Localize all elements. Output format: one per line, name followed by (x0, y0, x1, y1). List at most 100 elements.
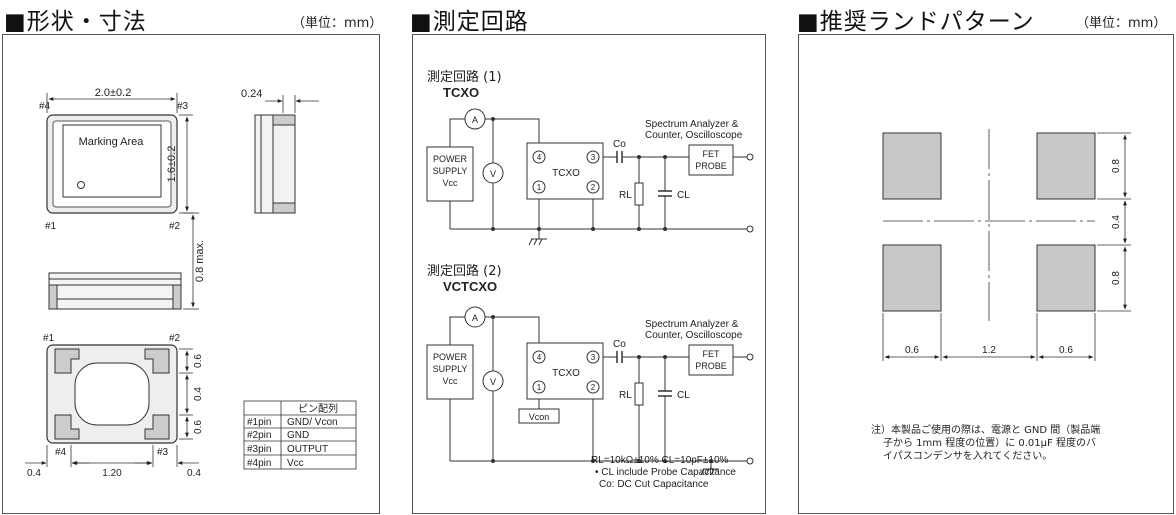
dimensions-drawing: Marking Area #4 #3 #1 #2 2.0±0.2 1.6±0.2… (25, 87, 357, 479)
bottom-left-dim: 0.4 (27, 468, 41, 479)
ammeter-icon (464, 306, 486, 328)
land-dim-top: 0.8 (1111, 159, 1122, 173)
bottom-pin3-label: #3 (157, 447, 169, 458)
chip-label: TCXO (552, 368, 580, 379)
pin-table-row-func: GND (287, 430, 309, 441)
land-dim-center: 1.2 (982, 345, 996, 356)
land-dim-right: 0.6 (1059, 345, 1073, 356)
voltmeter-icon (482, 162, 504, 184)
circuit-note-1: RL=10kΩ±10% CL=10pF±10% (591, 455, 729, 466)
chip-pin-4: 4 (537, 353, 542, 362)
chip-pin-3: 3 (591, 153, 596, 162)
co-label: Co (613, 339, 626, 350)
pin-table-row-func: Vcc (287, 458, 304, 469)
chip-pin-3: 3 (591, 353, 596, 362)
analyzer-label-1: Spectrum Analyzer & (645, 119, 739, 130)
chip-pin-1: 1 (537, 383, 542, 392)
pin-table-row-pin: #4pin (247, 458, 271, 469)
chip-pin-4: 4 (537, 153, 542, 162)
width-dimension: 2.0±0.2 (95, 87, 132, 99)
fet-label-1: FET (703, 149, 721, 159)
vcon-label: Vcon (529, 412, 550, 422)
pad-dim-1: 0.6 (193, 354, 204, 368)
pin2-label: #2 (169, 221, 181, 232)
circuit-1: 測定回路 (1) TCXO POWER SUPPLY Vcc A V 4 3 1… (426, 69, 754, 246)
land-pattern-panel: 0.8 0.4 0.8 0.6 1.2 0.6 注）本製品ご使用の際は、電源と … (798, 34, 1174, 514)
ammeter-label: A (472, 115, 478, 125)
co-label: Co (613, 139, 626, 150)
pin-table: ピン配列 #1pin GND/ Vcon #2pin GND #3pin OUT… (243, 400, 357, 470)
marking-area-label: Marking Area (79, 136, 145, 148)
cl-label: CL (677, 390, 690, 401)
circuit-note-3: Co: DC Cut Capacitance (599, 479, 709, 490)
circuit-heading: ■測定回路 (410, 9, 529, 35)
max-height-dimension: 0.8 max. (194, 240, 206, 282)
land-pattern-drawing: 0.8 0.4 0.8 0.6 1.2 0.6 注）本製品ご使用の際は、電源と … (871, 129, 1131, 462)
circuit-panel: 測定回路 (1) TCXO POWER SUPPLY Vcc A V 4 3 1… (412, 34, 766, 514)
land-pad-bottom-right (1036, 244, 1096, 312)
pin1-label: #1 (45, 221, 57, 232)
dimensions-heading: ■形状・寸法 (4, 9, 147, 35)
pin-table-row-func: GND/ Vcon (287, 417, 338, 428)
ps-label-2: SUPPLY (433, 364, 468, 374)
thickness-dimension: 0.24 (241, 88, 262, 100)
land-pattern-unit: （単位：mm） (1076, 16, 1167, 31)
land-dim-bottom: 0.8 (1111, 271, 1122, 285)
bottom-view (46, 344, 178, 444)
ammeter-icon (464, 108, 486, 130)
ps-label-1: POWER (433, 352, 468, 362)
rl-label: RL (619, 190, 632, 201)
pin-table-row-func: OUTPUT (287, 444, 328, 455)
chip-pin-2: 2 (591, 183, 596, 192)
pad-dim-3: 0.6 (193, 420, 204, 434)
fet-label-2: PROBE (695, 161, 727, 171)
fet-label-1: FET (703, 349, 721, 359)
pin4-label: #4 (39, 101, 51, 112)
fet-label-2: PROBE (695, 361, 727, 371)
bottom-right-dim: 0.4 (187, 468, 201, 479)
pin-table-row-pin: #3pin (247, 444, 271, 455)
circuit-2-device: VCTCXO (443, 279, 497, 294)
land-pad-bottom-left (882, 244, 942, 312)
analyzer-label-1: Spectrum Analyzer & (645, 319, 739, 330)
analyzer-label-2: Counter, Oscilloscope (645, 130, 743, 141)
dimensions-panel: Marking Area #4 #3 #1 #2 2.0±0.2 1.6±0.2… (2, 34, 380, 514)
bottom-pin1-label: #1 (43, 333, 55, 344)
chip-pin-2: 2 (591, 383, 596, 392)
land-pad-top-right (1036, 132, 1096, 200)
top-view: Marking Area (46, 114, 178, 214)
land-note-2: 子から 1mm 程度の位置）に 0.01µF 程度のバ (883, 436, 1096, 449)
pin-table-row-pin: #1pin (247, 417, 271, 428)
pin3-label: #3 (177, 101, 189, 112)
chip-label: TCXO (552, 168, 580, 179)
cl-label: CL (677, 190, 690, 201)
side-view (254, 114, 296, 214)
circuit-drawing: 測定回路 (1) TCXO POWER SUPPLY Vcc A V 4 3 1… (426, 69, 754, 490)
bottom-pin2-label: #2 (169, 333, 181, 344)
bottom-pin4-label: #4 (55, 447, 67, 458)
voltmeter-label: V (490, 377, 496, 387)
circuit-2: 測定回路 (2) VCTCXO POWER SUPPLY Vcc A V 4 3… (426, 263, 754, 476)
chip-pin-1: 1 (537, 183, 542, 192)
circuit-2-title: 測定回路 (2) (427, 263, 502, 279)
land-note-1: 注）本製品ご使用の際は、電源と GND 間（製品端 (871, 423, 1100, 436)
dimensions-unit: （単位：mm） (292, 16, 383, 31)
voltmeter-label: V (490, 169, 496, 179)
land-dim-mid: 0.4 (1111, 215, 1122, 229)
circuit-1-device: TCXO (443, 85, 479, 100)
land-note-3: イパスコンデンサを入れてください。 (883, 449, 1052, 462)
rl-label: RL (619, 390, 632, 401)
land-pattern-heading: ■推奨ランドパターン (797, 9, 1035, 35)
analyzer-label-2: Counter, Oscilloscope (645, 330, 743, 341)
voltmeter-icon (482, 370, 504, 392)
land-dim-left: 0.6 (905, 345, 919, 356)
pad-dim-2: 0.4 (193, 387, 204, 401)
circuit-note-2: • CL include Probe Capacitance (595, 467, 736, 478)
ps-label-1: POWER (433, 154, 468, 164)
ps-label-2: SUPPLY (433, 166, 468, 176)
ps-label-3: Vcc (442, 178, 458, 188)
ammeter-label: A (472, 313, 478, 323)
height-dimension: 1.6±0.2 (166, 146, 178, 183)
bottom-mid-dim: 1.20 (102, 468, 122, 479)
circuit-1-title: 測定回路 (1) (427, 69, 502, 85)
